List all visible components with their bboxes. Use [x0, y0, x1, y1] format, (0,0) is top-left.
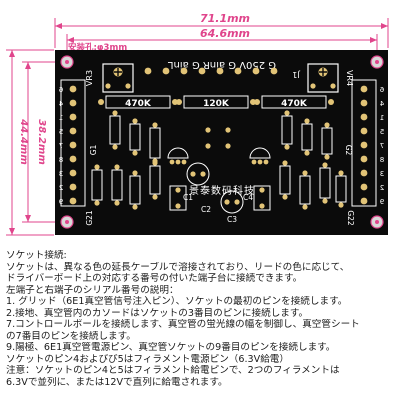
mounting-holes [60, 55, 384, 229]
vr3-label: VR3 [85, 70, 94, 86]
resistor-label-2: 120K [203, 99, 230, 109]
note-line: の7番目のピンを接続します。 [6, 330, 136, 342]
g1-label: G1 [89, 144, 98, 155]
note-line: ドライバーボード上の対応する番号の付いた端子台に接続できます。 [6, 273, 303, 285]
cap-label-c4: C4 [243, 193, 253, 202]
note-line: ソケットのピン4およびび5はフィラメント電源ピン（6.3V給電） [6, 353, 289, 365]
trimpot-vr3 [102, 63, 134, 93]
right-pin-label: 5 [380, 128, 384, 136]
g21-label: G21 [85, 210, 94, 226]
note-line: ソケット接続: [6, 250, 67, 261]
cap-label-c2: C2 [201, 205, 211, 214]
j1-label: J1 [292, 70, 300, 79]
pcb-diagram: 71.1mm 64.6mm 安装孔:φ3mm 38.2mm 44.4mm G 2… [6, 12, 389, 236]
left-pin-label: 3 [59, 170, 63, 178]
cap-label-c3: C3 [227, 215, 237, 224]
dimension-lines [6, 18, 389, 236]
note-line: ソケットは、異なる色の延長ケーブルで溶接されており、リードの色に応じて、 [6, 261, 350, 273]
right-pin-label: 4 [379, 100, 384, 108]
note-line: 1. グリッド（6E1真空管信号注入ピン）、ソケットの最初のピンを接続します。 [6, 296, 348, 308]
right-pin-label: 1 [380, 114, 384, 122]
cap-label-c1: C1 [183, 193, 193, 202]
center-components [167, 127, 271, 214]
right-pin-label: 3 [380, 170, 384, 178]
vertical-resistor-pads [94, 110, 344, 210]
note-line: 2.接地、真空管内のカソードはソケットの3番目のピンに接続します。 [6, 307, 309, 319]
note-line: 注意：ソケットのピン4と5はフィラメント給電ピンで、2つのフィラメントは [6, 365, 340, 377]
g2-label: G2 [344, 145, 353, 156]
dimension-width-holes: 64.6mm [200, 27, 250, 40]
left-pin-label: 7 [59, 142, 63, 150]
mounting-hole-label: 安装孔:φ3mm [68, 42, 127, 53]
left-pin-label: 8 [59, 156, 63, 164]
g22-label: G22 [346, 210, 355, 226]
right-pin-label: 2 [380, 184, 384, 192]
right-pin-label: 9 [380, 198, 384, 206]
vr4-label: VR4 [345, 70, 354, 86]
right-pin-label: 6 [379, 86, 384, 94]
left-terminal-strip [60, 79, 86, 207]
socket-notes: ソケット接続: ソケットは、異なる色の延長ケーブルで溶接されており、リードの色に… [6, 250, 398, 389]
resistor-label-3: 470K [281, 99, 308, 109]
right-pin-label: 8 [380, 156, 384, 164]
top-header-pads [144, 67, 278, 75]
vertical-resistors [91, 115, 347, 205]
dimension-height-total: 44.4mm [18, 118, 29, 165]
note-line: 6.3Vで並列に、または12Vで直列に給電されます。 [6, 377, 228, 389]
left-pin-label: 1 [59, 114, 63, 122]
left-pin-label: 6 [58, 86, 63, 94]
resistor-label-1: 470K [125, 99, 152, 109]
dimension-height-holes: 38.2mm [36, 119, 47, 165]
left-pin-label: 5 [59, 128, 63, 136]
right-pin-label: 7 [380, 142, 384, 150]
brand-silk: 景泰数码科技 [189, 184, 255, 197]
left-pin-label: 2 [59, 184, 63, 192]
left-pin-label: 4 [58, 100, 63, 108]
trimpot-vr4 [307, 63, 339, 93]
note-line: 左端子と右端子のシリアル番号の説明： [6, 284, 179, 296]
note-line: 7.コントロールポールを接続します、真空管の蛍光線の幅を制御し、真空管シート [6, 319, 360, 331]
left-pin-label: 9 [59, 198, 63, 206]
right-terminal-strip [351, 79, 377, 207]
resistor-row [98, 95, 334, 109]
dimension-width-total: 71.1mm [200, 12, 250, 25]
note-line: 9.陽極、6E1真空管電源ピン、真空管ソケットの9番目のピンを接続します。 [6, 342, 336, 354]
top-header-silk: G 250V G ainR G ainL [168, 59, 277, 70]
